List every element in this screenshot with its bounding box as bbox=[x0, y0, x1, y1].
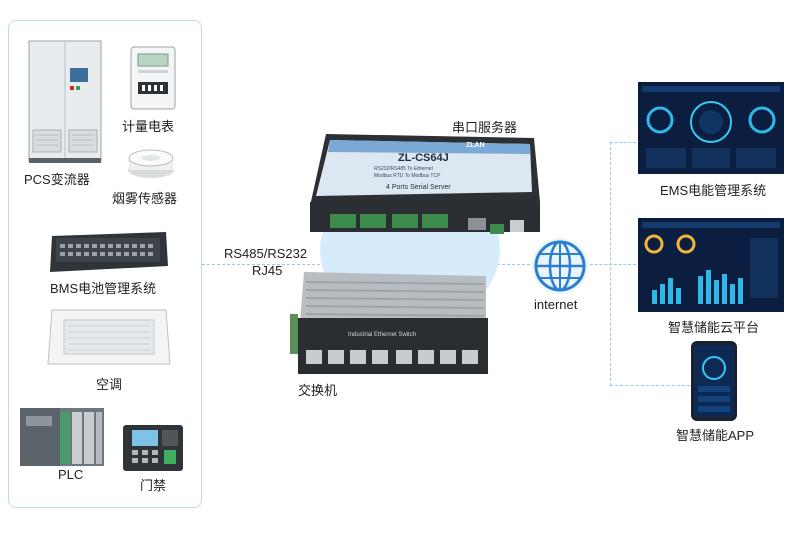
bms-label: BMS电池管理系统 bbox=[50, 281, 157, 296]
serial-brand: ZLAN bbox=[466, 142, 485, 149]
switch-label: 交换机 bbox=[298, 383, 338, 398]
ac-image bbox=[46, 308, 172, 368]
serial-server-label: 串口服务器 bbox=[452, 120, 518, 135]
access-label: 门禁 bbox=[140, 478, 167, 493]
serial-model: ZL-CS64J bbox=[398, 152, 449, 164]
access-control-image bbox=[122, 424, 184, 472]
protocol-label-rs485: RS485/RS232 bbox=[224, 246, 308, 261]
switch-device: Industrial Ethernet Switch bbox=[290, 270, 488, 378]
smoke-sensor-image bbox=[126, 146, 176, 180]
meter-image bbox=[130, 46, 176, 110]
switch-plate: Industrial Ethernet Switch bbox=[348, 332, 417, 338]
cloud-platform-screen-image bbox=[638, 218, 784, 312]
globe-icon bbox=[530, 236, 590, 296]
pcs-cabinet-image bbox=[28, 40, 102, 164]
serial-server-device: ZL-CS64J ZLAN RS232/RS485 To Ethernet Mo… bbox=[306, 132, 542, 244]
ems-label: EMS电能管理系统 bbox=[660, 183, 767, 198]
protocol-label-rj45: RJ45 bbox=[252, 263, 283, 278]
ac-label: 空调 bbox=[96, 377, 123, 392]
meter-label: 计量电表 bbox=[122, 119, 175, 134]
app-label: 智慧储能APP bbox=[676, 428, 755, 443]
cloud-label: 智慧储能云平台 bbox=[668, 320, 760, 335]
serial-sub2: Modbus RTU To Modbus TCP bbox=[374, 173, 441, 179]
app-connector bbox=[610, 385, 690, 386]
vertical-connection-line bbox=[610, 142, 611, 386]
internet-label: internet bbox=[534, 297, 578, 312]
device-panel bbox=[8, 20, 202, 508]
smoke-label: 烟雾传感器 bbox=[112, 191, 178, 206]
bms-image bbox=[48, 230, 170, 274]
plc-image bbox=[18, 402, 106, 470]
ems-connector bbox=[610, 142, 636, 143]
right-connection-line bbox=[590, 264, 636, 265]
serial-sub1: RS232/RS485 To Ethernet bbox=[374, 166, 433, 172]
ems-screen-image bbox=[638, 82, 784, 174]
pcs-label: PCS变流器 bbox=[24, 172, 90, 187]
serial-ports-text: 4 Ports Serial Server bbox=[386, 184, 451, 191]
app-phone-image bbox=[690, 340, 738, 422]
plc-label: PLC bbox=[58, 467, 84, 482]
